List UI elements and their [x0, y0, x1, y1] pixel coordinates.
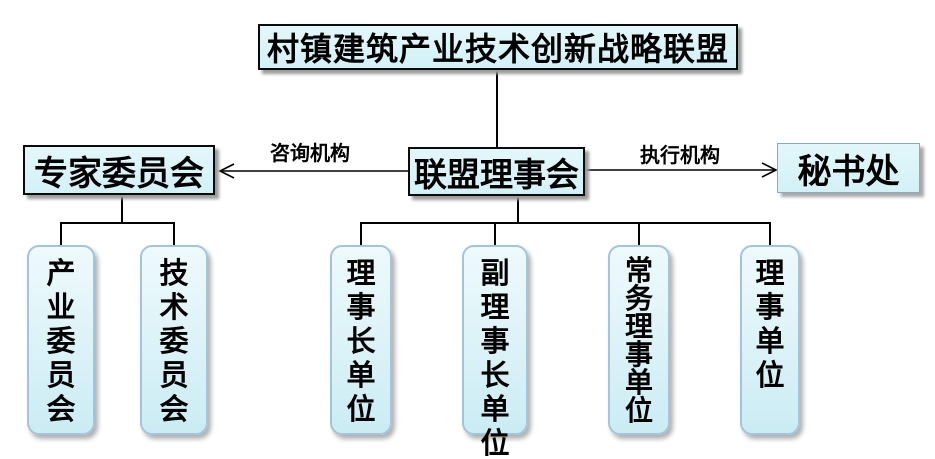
arrowhead-advisory-icon [218, 163, 235, 179]
node-technology-committee: 技术委员会 [140, 245, 208, 435]
node-expert-committee: 专家委员会 [23, 145, 215, 195]
node-chairman-unit-label: 理事长单位 [346, 258, 376, 426]
node-vice-chairman-unit: 副理事长单位 [462, 245, 528, 459]
node-industry-committee: 产业委员会 [27, 245, 95, 435]
node-industry-committee-label: 产业委员会 [46, 258, 76, 426]
edge-label-executive: 执行机构 [640, 145, 720, 167]
node-director-unit-label: 理事单位 [755, 258, 785, 392]
node-executive-director-unit: 常务理事单位 [608, 245, 670, 435]
node-vice-chairman-unit-label: 副理事长单位 [480, 258, 510, 459]
node-council: 联盟理事会 [408, 147, 585, 196]
node-technology-committee-label: 技术委员会 [159, 258, 189, 426]
node-director-unit: 理事单位 [740, 245, 800, 435]
node-secretariat: 秘书处 [777, 143, 920, 193]
edge-label-advisory: 咨询机构 [270, 143, 350, 165]
node-alliance: 村镇建筑产业技术创新战略联盟 [258, 24, 738, 70]
node-chairman-unit: 理事长单位 [330, 245, 392, 435]
node-executive-director-unit-label: 常务理事单位 [624, 255, 653, 426]
arrowhead-executive-icon [761, 162, 778, 178]
